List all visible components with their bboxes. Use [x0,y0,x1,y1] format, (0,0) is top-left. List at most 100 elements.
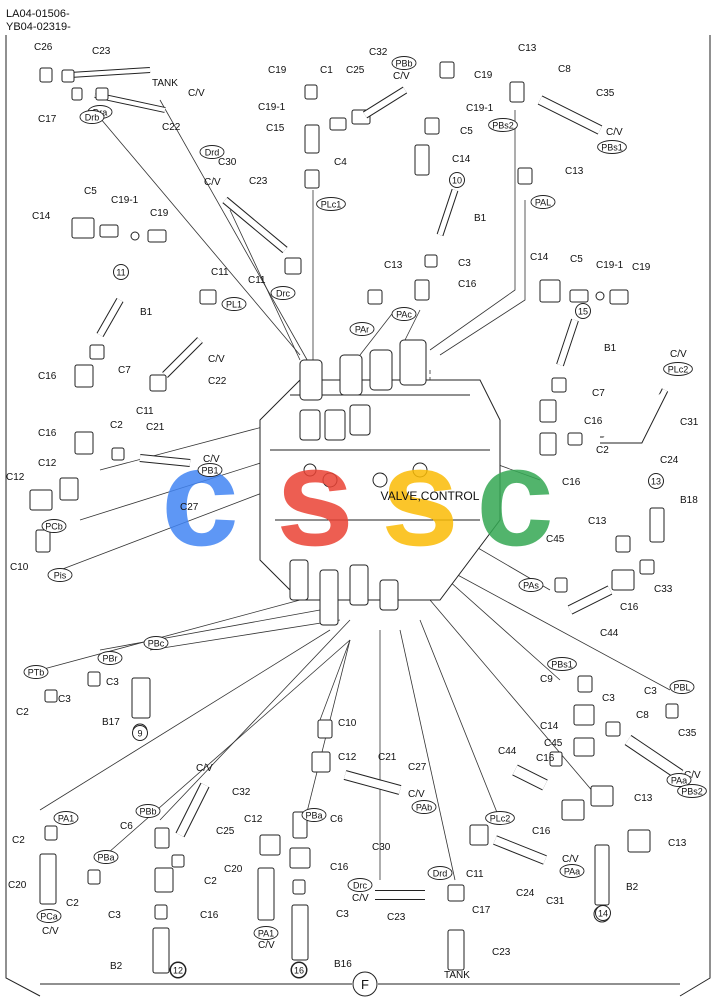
port-tag-label: PL1 [226,300,242,310]
part-label: C3 [58,694,71,705]
part-label: C19 [632,262,651,273]
port-tag-oval [547,657,577,671]
part-label: C11 [466,869,484,880]
part-label: C19-1 [466,103,494,114]
circled-number-label: 16 [294,966,304,976]
port-tag: PBa [93,850,119,864]
part-label: C3 [106,677,119,688]
watermark-letter-3: s [381,418,459,575]
drawing-code-2: YB04-02319- [6,21,71,33]
port-tag-label: Drd [433,869,448,879]
port-tag-label: PLc1 [321,200,342,210]
port-tag-label: Pis [54,571,67,581]
part-label: C13 [384,260,403,271]
part-shapes [29,61,684,979]
part-label: C5 [84,186,97,197]
port-tag-label: PCa [40,912,58,922]
part-label: C23 [92,46,111,57]
port-tag: PAL [530,195,556,209]
port-tag-label: PAa [564,867,580,877]
cv-label: C/V [684,770,701,781]
port-tag: PA1 [53,811,79,825]
part-label: C6 [120,821,133,832]
part-label: C27 [408,762,427,773]
part-label: C16 [532,826,551,837]
part-label: C3 [602,693,615,704]
circled-number-label: 10 [452,176,462,186]
cv-label: C/V [606,127,623,138]
part-label: C23 [387,912,406,923]
port-tag-oval [530,195,556,209]
part-label: C19 [150,208,169,219]
part-label: C4 [334,157,347,168]
port-tag-label: PBr [102,654,117,664]
port-tag: PCb [41,519,67,533]
part-label: C2 [66,898,79,909]
circled-number-label: 13 [651,477,661,487]
part-label: C16 [38,428,57,439]
port-tag-oval [53,811,79,825]
port-tag-label: PBb [395,59,412,69]
part-label: C23 [492,947,511,958]
circled-number-label: 14 [598,909,608,919]
circled-number-ring [595,905,611,921]
port-tag-label: PBc [148,639,165,649]
part-label: C14 [540,721,559,732]
port-tag-oval [666,773,692,787]
part-label: C15 [266,123,285,134]
port-tag-oval [97,651,123,665]
port-tag: PAa [666,773,692,787]
part-label: C13 [588,516,607,527]
part-label: C16 [584,416,603,427]
part-label: C13 [668,838,687,849]
port-tag: PL1 [221,297,247,311]
port-tag: PBb [135,804,161,818]
port-tag-label: PBs2 [681,787,703,797]
port-tag-label: Drb [85,113,100,123]
part-label: C19-1 [111,195,139,206]
part-label: C3 [336,909,349,920]
part-label: C25 [216,826,235,837]
part-label: C16 [458,279,477,290]
cv-label: C/V [196,763,213,774]
circled-number-label: 9 [137,729,142,739]
part-label: C3 [458,258,471,269]
port-tag-label: Drc [353,881,367,891]
port-tag-oval [221,297,247,311]
part-label: C17 [38,114,57,125]
part-label: C7 [592,388,605,399]
part-label: C1 [320,65,333,76]
part-label: C17 [472,905,491,916]
port-tag: PCa [36,909,62,923]
port-tag-oval [559,864,585,878]
port-tag-label: PBb [139,807,156,817]
port-tag-label: PBa [97,853,114,863]
circled-number-ring [291,962,307,978]
part-label: C20 [224,864,243,875]
part-label: C12 [38,458,57,469]
port-tag-label: Drd [205,148,220,158]
section-mark: F [361,977,369,992]
port-tag: Drd [427,866,453,880]
port-tag: Drb [79,110,105,124]
part-label: C11 [211,267,229,278]
part-label: C12 [338,752,357,763]
part-label: C45 [544,738,563,749]
port-tag-oval [663,362,693,376]
watermark: c s s c [161,418,554,575]
port-tag: PTb [23,665,49,679]
circled-number: 10 [449,172,465,188]
port-tag: PA1 [253,926,279,940]
tank-label-bottom: TANK [444,970,470,981]
port-tag-oval [488,118,518,132]
part-label: C5 [570,254,583,265]
port-tag-oval [143,636,169,650]
port-tag: PAa [559,864,585,878]
check-valve-labels: C/V C/V C/V C/V C/V C/V C/V C/V C/V C/V … [42,71,701,951]
port-tag-label: PAr [355,325,369,335]
port-tag: PLc1 [316,197,346,211]
port-tag-label: PLc2 [490,814,511,824]
watermark-letter-4: c [476,418,554,575]
port-tag: PAb [411,800,437,814]
port-tag: PAs [518,578,544,592]
